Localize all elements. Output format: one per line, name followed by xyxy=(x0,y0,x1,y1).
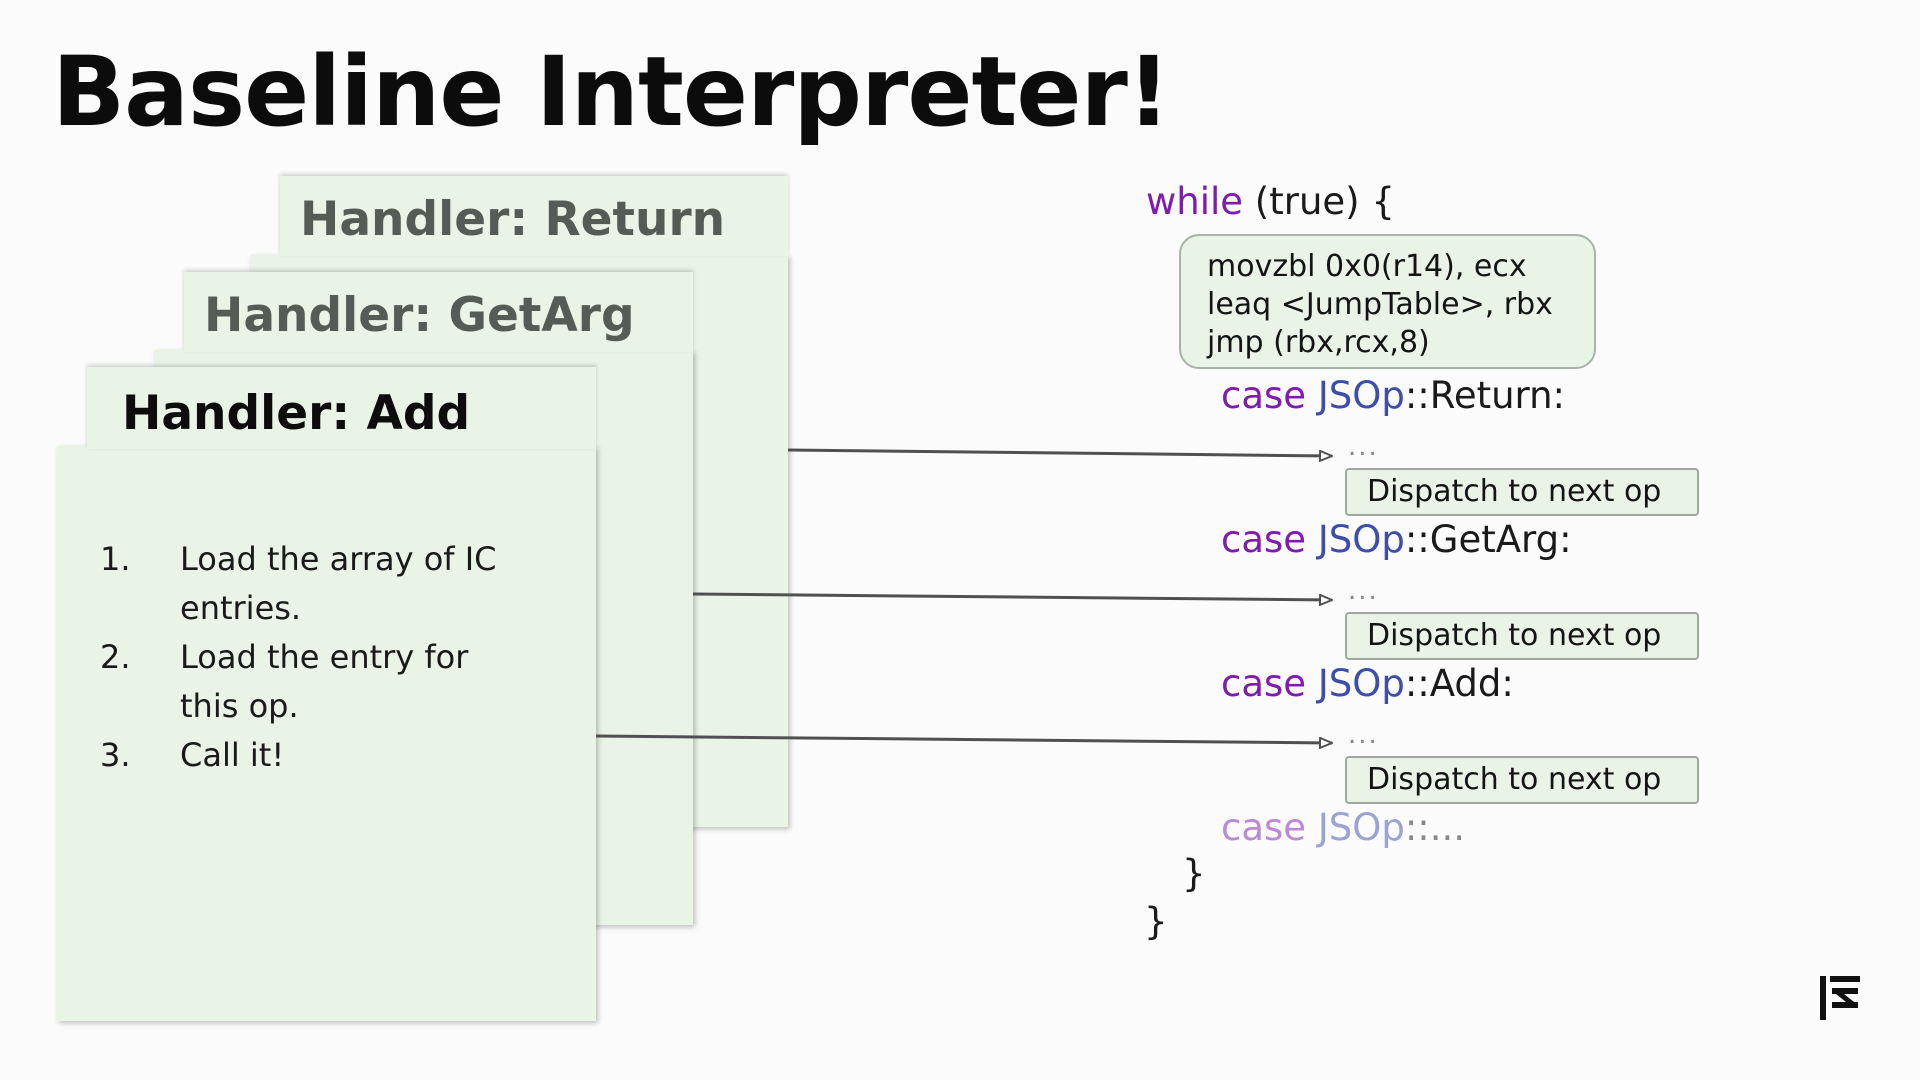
dispatch-box: Dispatch to next op xyxy=(1345,612,1699,660)
arrow-getarg xyxy=(692,592,1332,600)
step-item: 1. Load the array of IC entries. xyxy=(100,535,530,633)
while-keyword: while xyxy=(1146,180,1244,223)
case-keyword: case xyxy=(1221,806,1307,849)
while-line: while (true) { xyxy=(1146,180,1395,223)
step-number: 1. xyxy=(100,540,131,578)
case-body-ellipsis: ... xyxy=(1348,720,1379,750)
handler-getarg-title: Handler: GetArg xyxy=(204,288,635,343)
asm-line: jmp (rbx,rcx,8) xyxy=(1207,325,1430,360)
while-close-brace: } xyxy=(1144,900,1168,943)
asm-line: movzbl 0x0(r14), ecx xyxy=(1207,249,1527,284)
step-text: Call it! xyxy=(180,736,285,774)
arrow-add xyxy=(595,734,1332,743)
case-keyword: case xyxy=(1221,518,1307,561)
case-keyword: case xyxy=(1221,662,1307,705)
case-keyword: case xyxy=(1221,374,1307,417)
step-text: Load the array of IC entries. xyxy=(180,540,497,627)
case-op: ::Return: xyxy=(1404,374,1566,417)
step-item: 3. Call it! xyxy=(100,731,530,780)
case-op: ::GetArg: xyxy=(1404,518,1572,561)
case-op: ::Add: xyxy=(1404,662,1514,705)
slide-title: Baseline Interpreter! xyxy=(52,36,1171,148)
arrow-return xyxy=(787,448,1332,456)
case-type: JSOp xyxy=(1306,662,1405,705)
handler-return-title: Handler: Return xyxy=(300,192,726,247)
switch-close-brace: } xyxy=(1182,852,1206,895)
case-type: JSOp xyxy=(1306,374,1405,417)
while-condition: (true) { xyxy=(1243,180,1395,223)
asm-line: leaq <JumpTable>, rbx xyxy=(1207,287,1553,322)
case-body-ellipsis: ... xyxy=(1348,432,1379,462)
mozilla-m-logo-icon xyxy=(1820,976,1860,1020)
case-type: JSOp xyxy=(1306,518,1405,561)
dispatch-box: Dispatch to next op xyxy=(1345,756,1699,804)
case-more-line: case JSOp::... xyxy=(1221,806,1465,849)
step-text: Load the entry for this op. xyxy=(180,638,469,725)
handler-add-title: Handler: Add xyxy=(122,386,471,441)
case-add-line: case JSOp::Add: xyxy=(1221,662,1514,705)
case-op: ::... xyxy=(1404,806,1466,849)
case-return-line: case JSOp::Return: xyxy=(1221,374,1565,417)
dispatch-box: Dispatch to next op xyxy=(1345,468,1699,516)
case-getarg-line: case JSOp::GetArg: xyxy=(1221,518,1572,561)
step-item: 2. Load the entry for this op. xyxy=(100,633,530,731)
handler-add-steps: 1. Load the array of IC entries. 2. Load… xyxy=(100,535,530,780)
case-body-ellipsis: ... xyxy=(1348,576,1379,606)
case-type: JSOp xyxy=(1306,806,1405,849)
step-number: 2. xyxy=(100,638,131,676)
asm-dispatch-box: movzbl 0x0(r14), ecx leaq <JumpTable>, r… xyxy=(1179,234,1596,369)
step-number: 3. xyxy=(100,736,131,774)
